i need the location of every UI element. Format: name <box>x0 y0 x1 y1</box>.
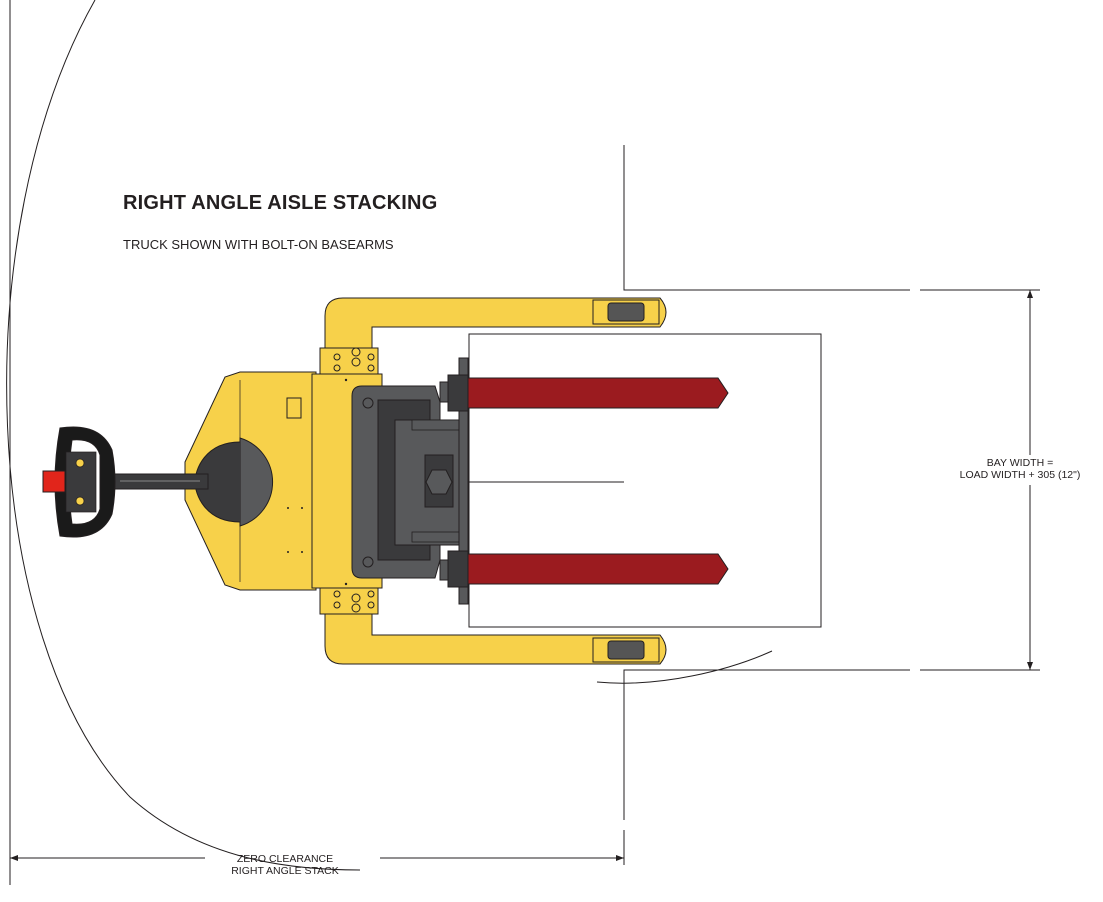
drive-unit <box>194 437 273 527</box>
tiller-arm <box>99 473 209 490</box>
bay-width-arrow-top <box>1027 290 1033 298</box>
tiller-handle <box>42 426 116 538</box>
bay-width-arrow-bottom <box>1027 662 1033 670</box>
diagram-title: RIGHT ANGLE AISLE STACKING <box>123 192 438 214</box>
load-swing-arc <box>596 650 773 684</box>
rack-outline-bottom <box>623 669 910 820</box>
fork-top <box>447 374 729 412</box>
zero-clearance-label: ZERO CLEARANCE RIGHT ANGLE STACK <box>210 853 360 877</box>
diagram-subtitle: TRUCK SHOWN WITH BOLT-ON BASEARMS <box>123 237 394 252</box>
basearm-top <box>324 297 667 351</box>
bay-width-label: BAY WIDTH = LOAD WIDTH + 305 (12") <box>940 457 1100 481</box>
basearm-bottom <box>324 611 667 665</box>
zero-clearance-label-line2: RIGHT ANGLE STACK <box>231 865 339 877</box>
zero-clearance-arrow-left <box>10 855 18 861</box>
rack-outline-top <box>623 145 910 291</box>
zero-clearance-label-line1: ZERO CLEARANCE <box>236 853 334 865</box>
fork-bottom <box>447 550 729 588</box>
fork-carriage-plate <box>458 357 469 605</box>
zero-clearance-arrow-right <box>616 855 624 861</box>
bay-width-label-line1: BAY WIDTH = <box>986 457 1054 469</box>
mast-carriage <box>351 381 463 581</box>
bay-width-label-line2: LOAD WIDTH + 305 (12") <box>959 469 1081 481</box>
turning-radius-arc <box>6 0 361 871</box>
